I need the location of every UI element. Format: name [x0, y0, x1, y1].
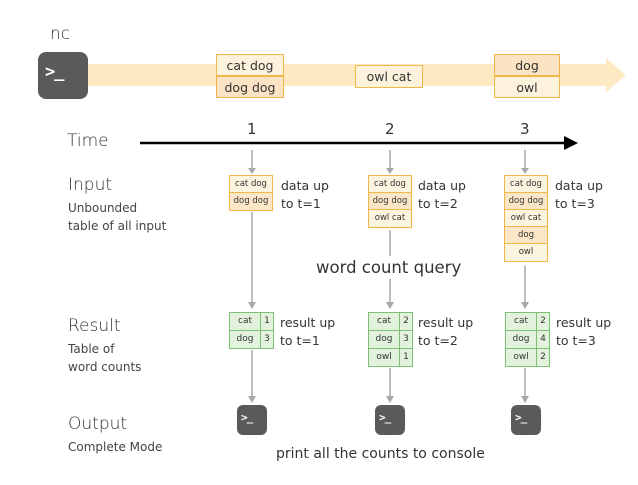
- result-word: owl: [369, 349, 400, 366]
- input-table-t2: cat dog dog dog owl cat: [368, 175, 412, 228]
- stream-batch-3-line-1: dog: [494, 54, 560, 76]
- result-word: cat: [506, 313, 537, 330]
- table-row: dog 3: [230, 331, 273, 348]
- timeline-tick-3: 3: [520, 120, 530, 138]
- input-table-t1: cat dog dog dog: [229, 175, 273, 211]
- query-label: word count query: [314, 258, 464, 277]
- arrowhead: [248, 396, 256, 403]
- source-label: nc: [50, 24, 71, 44]
- stream-batch-3-line-2: owl: [494, 76, 560, 98]
- input-caption-t3-line2: to t=3: [555, 196, 595, 211]
- table-row: dog 4: [506, 331, 549, 349]
- output-row-title: Output: [68, 414, 128, 434]
- result-count: 4: [540, 334, 546, 344]
- result-caption-t3-line2: to t=3: [556, 333, 596, 348]
- result-caption-t1-line2: to t=1: [280, 333, 320, 348]
- arrowhead: [386, 396, 394, 403]
- result-table-t1: cat 1 dog 3: [229, 312, 274, 349]
- table-row: cat 2: [506, 313, 549, 331]
- input-caption-t2-line1: data up: [418, 178, 466, 193]
- result-count: 2: [540, 352, 546, 362]
- result-word: cat: [230, 313, 261, 330]
- result-word: dog: [506, 331, 537, 348]
- result-count: 2: [540, 316, 546, 326]
- result-word: cat: [369, 313, 400, 330]
- result-row-title: Result: [68, 316, 121, 336]
- result-table-t3: cat 2 dog 4 owl 2: [505, 312, 550, 367]
- arrowhead: [386, 302, 394, 309]
- result-count: 3: [403, 334, 409, 344]
- input-row-title: Input: [68, 175, 113, 195]
- table-row: owl 2: [506, 349, 549, 366]
- timeline-arrowhead: [564, 136, 578, 150]
- result-count: 1: [403, 352, 409, 362]
- input-row-subtitle-2: table of all input: [68, 219, 167, 233]
- terminal-icon: >_: [375, 405, 405, 435]
- stream-batch-1-line-1: cat dog: [216, 54, 284, 76]
- input-table-cell: cat dog: [230, 176, 272, 193]
- arrowhead: [386, 168, 394, 174]
- result-caption-t3-line1: result up: [556, 315, 612, 330]
- result-word: owl: [506, 349, 537, 366]
- result-count: 2: [403, 316, 409, 326]
- input-table-cell: owl: [505, 244, 547, 261]
- arrowhead: [521, 168, 529, 174]
- input-table-cell: owl cat: [369, 210, 411, 227]
- terminal-icon: >_: [237, 405, 267, 435]
- result-caption-t2-line1: result up: [418, 315, 474, 330]
- timeline-tick-2: 2: [385, 120, 395, 138]
- arrowhead: [248, 168, 256, 174]
- result-count: 1: [264, 316, 270, 326]
- output-row-subtitle: Complete Mode: [68, 440, 163, 454]
- input-table-cell: dog dog: [369, 193, 411, 210]
- input-table-cell: cat dog: [505, 176, 547, 193]
- table-row: owl 1: [369, 349, 412, 366]
- input-table-t3: cat dog dog dog owl cat dog owl: [504, 175, 548, 262]
- input-caption-t3-line1: data up: [555, 178, 603, 193]
- terminal-icon: >_: [511, 405, 541, 435]
- input-table-cell: dog: [505, 227, 547, 244]
- input-caption-t1-line2: to t=1: [281, 196, 321, 211]
- input-row-subtitle-1: Unbounded: [68, 201, 138, 215]
- arrowhead: [521, 302, 529, 309]
- table-row: cat 1: [230, 313, 273, 331]
- result-word: dog: [369, 331, 400, 348]
- arrowhead: [521, 396, 529, 403]
- result-row-subtitle-1: Table of: [68, 342, 115, 356]
- arrowhead: [248, 302, 256, 309]
- result-count: 3: [264, 334, 270, 344]
- stream-batch-1-line-2: dog dog: [216, 76, 284, 98]
- result-row-subtitle-2: word counts: [68, 360, 142, 374]
- result-table-t2: cat 2 dog 3 owl 1: [368, 312, 413, 367]
- input-caption-t2-line2: to t=2: [418, 196, 458, 211]
- output-caption: print all the counts to console: [276, 446, 485, 462]
- table-row: dog 3: [369, 331, 412, 349]
- timeline-tick-1: 1: [247, 120, 257, 138]
- table-row: cat 2: [369, 313, 412, 331]
- input-table-cell: cat dog: [369, 176, 411, 193]
- input-caption-t1-line1: data up: [281, 178, 329, 193]
- stream-batch-2-line-1: owl cat: [355, 65, 423, 88]
- terminal-icon: >_: [38, 52, 88, 99]
- input-table-cell: dog dog: [505, 193, 547, 210]
- result-word: dog: [230, 331, 261, 348]
- input-table-cell: dog dog: [230, 193, 272, 210]
- timeline-label: Time: [67, 131, 109, 151]
- result-caption-t1-line1: result up: [280, 315, 336, 330]
- input-table-cell: owl cat: [505, 210, 547, 227]
- result-caption-t2-line2: to t=2: [418, 333, 458, 348]
